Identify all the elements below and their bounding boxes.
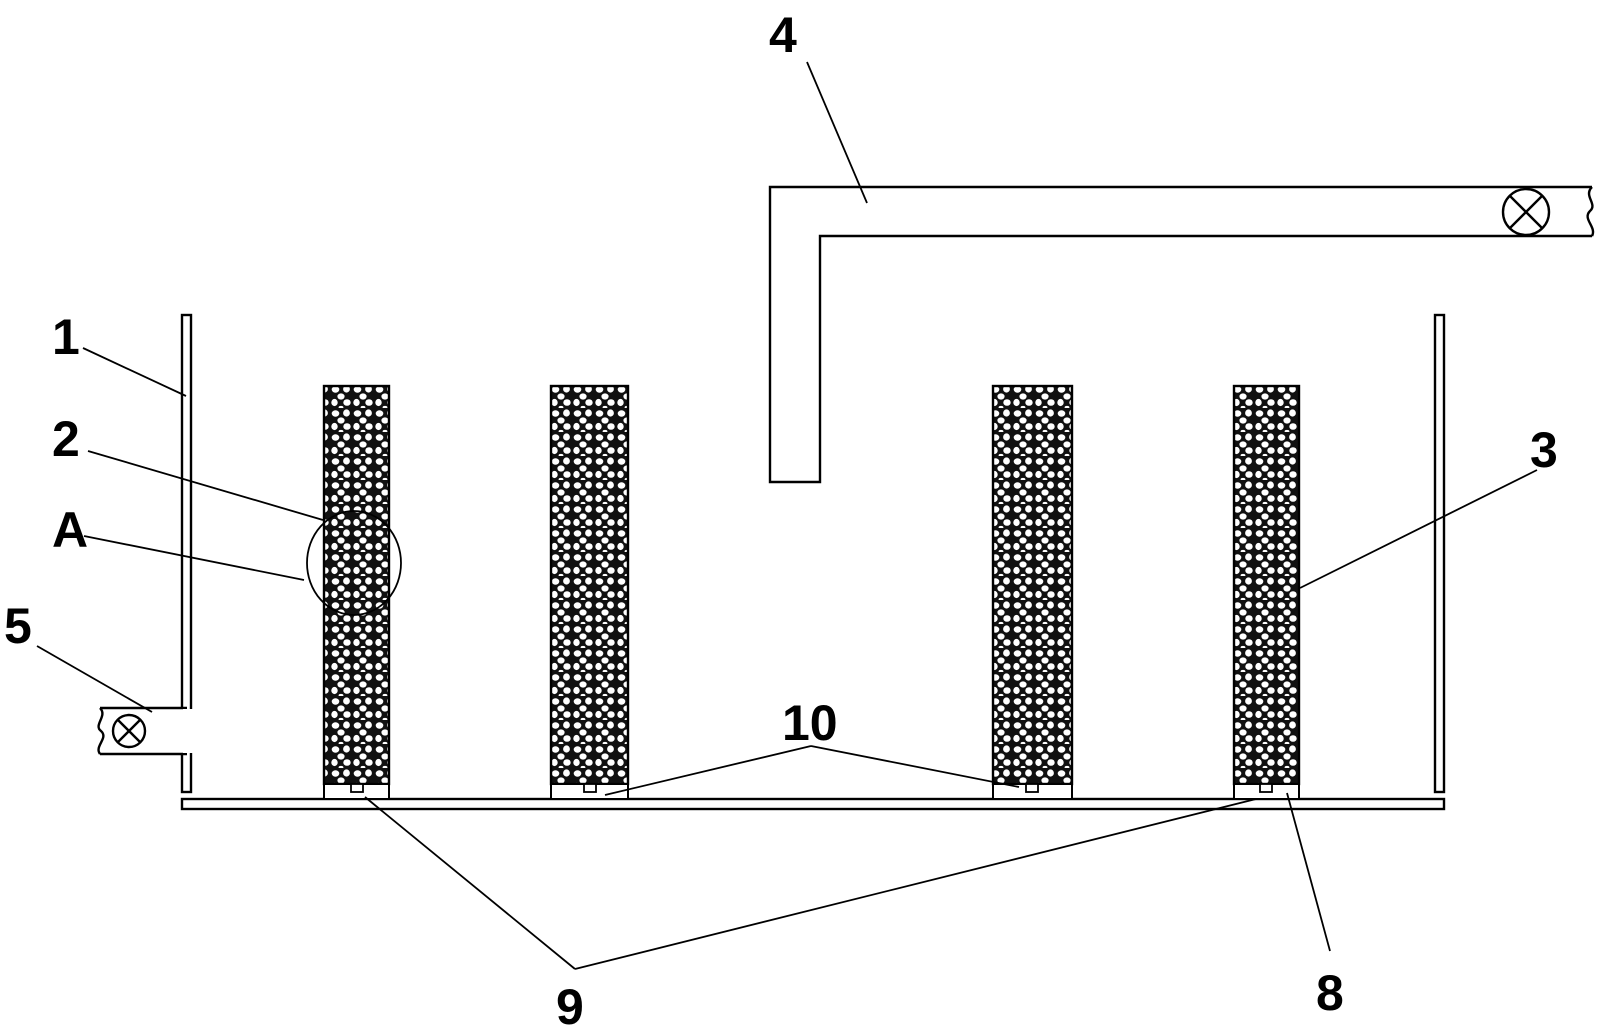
label-3: 3 (1530, 422, 1558, 478)
label-a: A (52, 502, 88, 558)
filter-medium (991, 384, 1074, 786)
leader-2 (87, 450, 324, 521)
label-2: 2 (52, 411, 80, 467)
label-10: 10 (782, 695, 838, 751)
leader-5 (36, 645, 153, 713)
label-1: 1 (52, 309, 80, 365)
outlet-pipe (97, 706, 193, 756)
leader-a (83, 535, 305, 581)
inlet-valve-icon (1501, 187, 1551, 237)
inlet-pipe (768, 185, 1595, 484)
filter-column-3 (991, 384, 1074, 800)
leader-4 (806, 61, 868, 204)
base-hole (1025, 783, 1039, 793)
base-hole (1259, 783, 1273, 793)
label-9: 9 (556, 979, 584, 1031)
leader-1 (82, 347, 187, 397)
tank-bottom-plate (180, 797, 1446, 811)
leader-10a (604, 745, 812, 796)
leader-3 (1299, 469, 1538, 589)
leader-9b (574, 798, 1257, 970)
label-4: 4 (769, 7, 797, 63)
label-8: 8 (1316, 965, 1344, 1021)
filter-column-2 (549, 384, 630, 800)
leader-10b (810, 745, 1020, 788)
base-hole (350, 783, 364, 793)
tank-right-wall (1433, 313, 1446, 794)
tank (180, 313, 1446, 811)
reference-labels: 1 2 A 5 4 3 10 9 8 (4, 7, 1558, 1031)
tank-left-wall (180, 313, 193, 794)
filter-medium (1232, 384, 1301, 786)
leader-9a (364, 796, 576, 970)
detail-circle-a (306, 510, 402, 616)
base-hole (583, 783, 597, 793)
filter-medium (322, 384, 391, 786)
leader-lines (36, 61, 1538, 970)
outlet-valve-icon (111, 713, 147, 749)
filter-column-4 (1232, 384, 1301, 800)
label-5: 5 (4, 598, 32, 654)
filter-medium (549, 384, 630, 786)
filter-column-1 (322, 384, 391, 800)
leader-8 (1286, 792, 1331, 952)
